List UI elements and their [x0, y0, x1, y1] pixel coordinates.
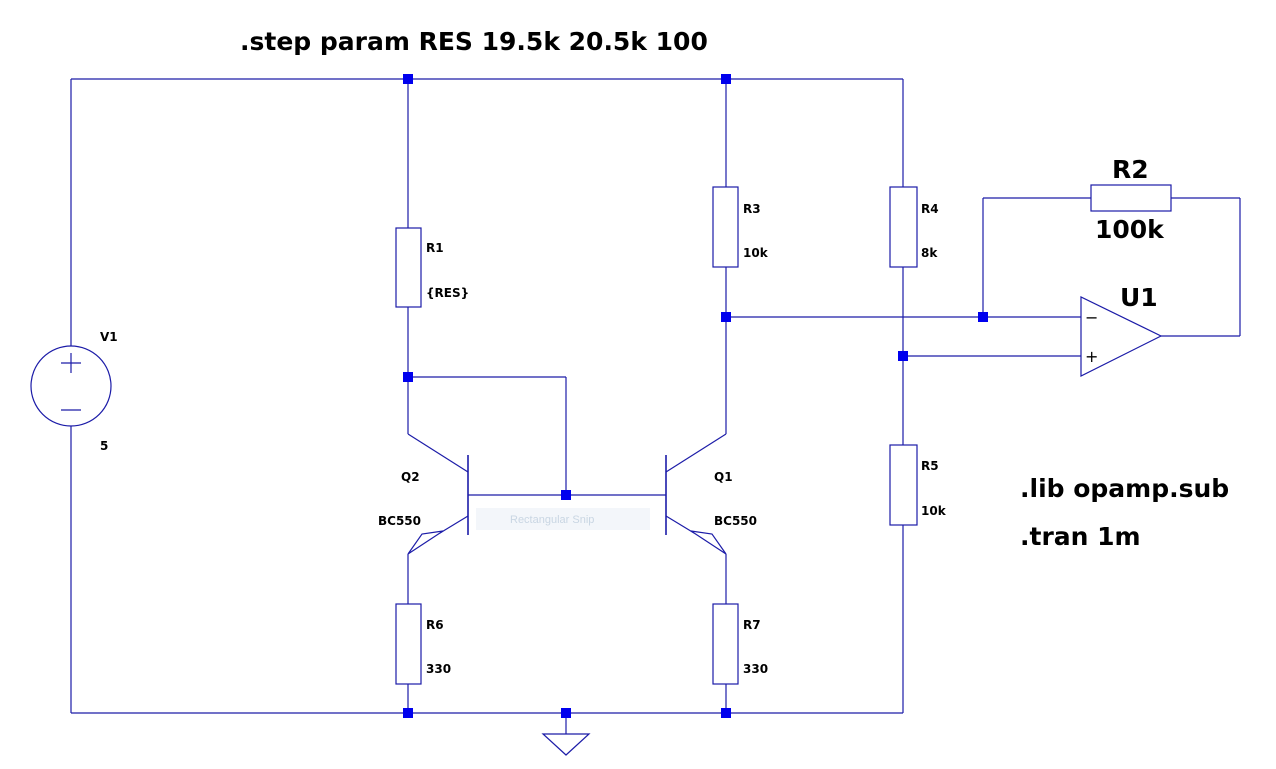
transistor-q1[interactable]: Q1 BC550 — [665, 455, 757, 555]
r7-value: 330 — [743, 662, 768, 676]
r5-name: R5 — [921, 459, 939, 473]
q2-model: BC550 — [378, 514, 421, 528]
wires — [70, 78, 1241, 734]
snip-tooltip-bg — [476, 508, 650, 530]
r6-body — [395, 603, 422, 685]
ground-symbol[interactable] — [541, 733, 591, 756]
resistor-r5[interactable]: R5 10k — [889, 444, 947, 526]
u1-plus-pin: + — [1085, 347, 1098, 366]
step-directive[interactable]: .step param RES 19.5k 20.5k 100 — [240, 27, 708, 56]
node-top-r3 — [721, 74, 731, 84]
node-divider — [898, 351, 908, 361]
wire-q2-collector — [407, 433, 469, 473]
q2-name: Q2 — [401, 470, 420, 484]
resistor-r1[interactable]: R1 {RES} — [395, 227, 469, 308]
transistor-q2[interactable]: Q2 BC550 — [378, 455, 469, 555]
u1-name: U1 — [1120, 283, 1158, 312]
node-r1-collector — [403, 372, 413, 382]
resistor-r6[interactable]: R6 330 — [395, 603, 451, 685]
voltage-source-v1[interactable]: V1 5 — [30, 330, 118, 453]
r6-name: R6 — [426, 618, 444, 632]
r6-value: 330 — [426, 662, 451, 676]
snip-tooltip-label: Rectangular Snip — [510, 514, 594, 526]
resistor-r3[interactable]: R3 10k — [712, 186, 769, 268]
q2-emitter-arrow — [407, 530, 444, 555]
wire-q1-collector — [665, 433, 727, 473]
u1-minus-pin: − — [1085, 308, 1098, 327]
v1-value: 5 — [100, 439, 108, 453]
q1-name: Q1 — [714, 470, 733, 484]
opamp-u1[interactable]: − + U1 — [1080, 283, 1163, 377]
r3-value: 10k — [743, 246, 769, 260]
r3-body — [712, 186, 739, 268]
lib-directive[interactable]: .lib opamp.sub — [1020, 474, 1229, 503]
node-bottom-r6 — [403, 708, 413, 718]
resistor-r4[interactable]: R4 8k — [889, 186, 939, 268]
node-bases — [561, 490, 571, 500]
node-inv-feedback — [978, 312, 988, 322]
r4-name: R4 — [921, 202, 939, 216]
node-top-r1 — [403, 74, 413, 84]
r4-body — [889, 186, 918, 268]
node-bottom-ground — [561, 708, 571, 718]
r7-body — [712, 603, 739, 685]
snip-tooltip: Rectangular Snip — [476, 508, 650, 530]
r3-name: R3 — [743, 202, 761, 216]
r5-body — [889, 444, 918, 526]
r1-value: {RES} — [426, 286, 469, 300]
r5-value: 10k — [921, 504, 947, 518]
r2-body — [1090, 184, 1172, 212]
u1-body — [1080, 296, 1163, 377]
r1-name: R1 — [426, 241, 444, 255]
junction-nodes — [403, 74, 988, 718]
v1-name: V1 — [100, 330, 118, 344]
tran-directive[interactable]: .tran 1m — [1020, 522, 1141, 551]
r7-name: R7 — [743, 618, 761, 632]
v1-body — [30, 345, 112, 427]
q1-emitter-leg — [665, 515, 695, 534]
r1-body — [395, 227, 422, 308]
q1-emitter-arrow — [690, 530, 727, 555]
resistor-r2[interactable]: R2 100k — [1090, 155, 1172, 244]
r4-value: 8k — [921, 246, 938, 260]
q1-model: BC550 — [714, 514, 757, 528]
q2-emitter-leg — [439, 515, 469, 534]
node-r3-collector — [721, 312, 731, 322]
r2-name: R2 — [1112, 155, 1149, 184]
r2-value: 100k — [1095, 215, 1165, 244]
resistor-r7[interactable]: R7 330 — [712, 603, 768, 685]
node-bottom-r7 — [721, 708, 731, 718]
